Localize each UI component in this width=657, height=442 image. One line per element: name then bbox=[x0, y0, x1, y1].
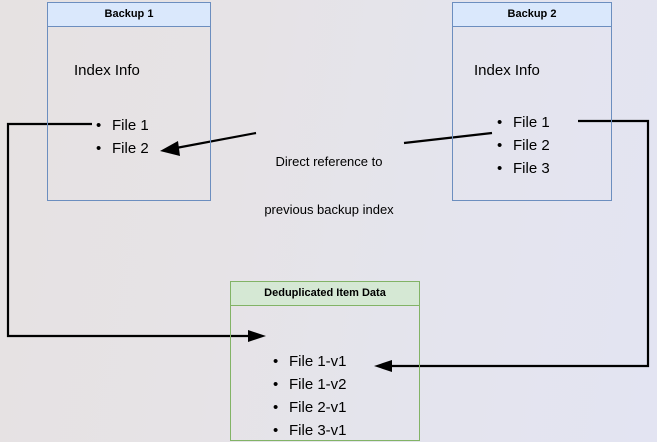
edge-label-direct-reference-line-2: previous backup index bbox=[264, 202, 394, 217]
list-item: File 2 bbox=[96, 137, 149, 160]
node-backup-2-header: Backup 2 bbox=[453, 3, 611, 27]
node-backup-1-caption: Index Info bbox=[74, 62, 140, 79]
node-backup-2-file-list: File 1 File 2 File 3 bbox=[497, 111, 550, 180]
node-deduplicated-item-data-body: File 1-v1 File 1-v2 File 2-v1 File 3-v1 bbox=[231, 306, 419, 442]
node-deduplicated-item-data[interactable]: Deduplicated Item Data File 1-v1 File 1-… bbox=[230, 281, 420, 442]
node-backup-1[interactable]: Backup 1 Index Info File 1 File 2 bbox=[47, 2, 211, 201]
list-item: File 2-v1 bbox=[273, 396, 347, 419]
list-item: File 2 bbox=[497, 134, 550, 157]
node-deduplicated-item-data-file-list: File 1-v1 File 1-v2 File 2-v1 File 3-v1 bbox=[273, 350, 347, 442]
list-item: File 1-v1 bbox=[273, 350, 347, 373]
node-backup-1-header: Backup 1 bbox=[48, 3, 210, 27]
node-backup-2-body: Index Info File 1 File 2 File 3 bbox=[453, 27, 611, 200]
list-item: File 1 bbox=[96, 114, 149, 137]
node-backup-1-file-list: File 1 File 2 bbox=[96, 114, 149, 160]
node-deduplicated-item-data-header: Deduplicated Item Data bbox=[231, 282, 419, 306]
list-item: File 3 bbox=[497, 157, 550, 180]
list-item: File 3-v1 bbox=[273, 419, 347, 442]
node-backup-1-body: Index Info File 1 File 2 bbox=[48, 27, 210, 200]
edge-label-direct-reference: Direct reference to previous backup inde… bbox=[258, 122, 400, 250]
list-item: File 1 bbox=[497, 111, 550, 134]
edge-label-direct-reference-line-1: Direct reference to bbox=[275, 154, 383, 169]
node-backup-2-caption: Index Info bbox=[474, 62, 540, 79]
node-backup-2[interactable]: Backup 2 Index Info File 1 File 2 File 3 bbox=[452, 2, 612, 201]
list-item: File 1-v2 bbox=[273, 373, 347, 396]
